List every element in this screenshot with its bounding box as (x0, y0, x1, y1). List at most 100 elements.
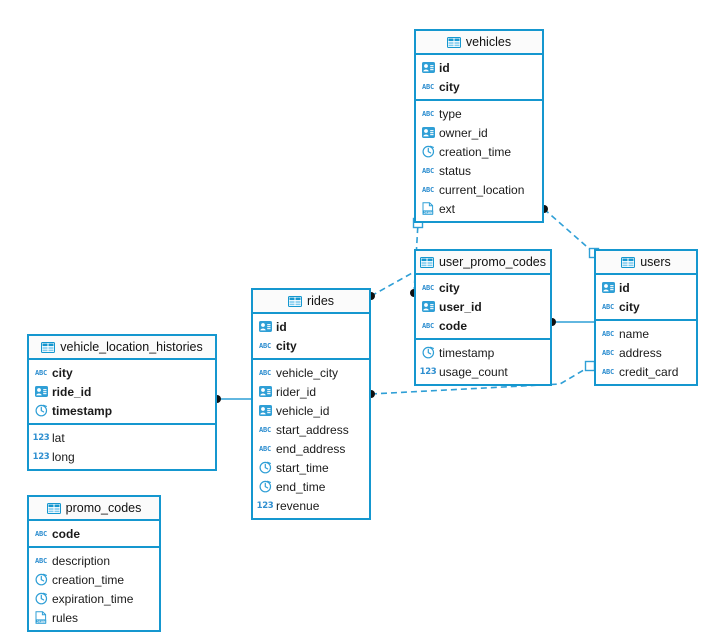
123-number-icon: 123 (256, 500, 274, 511)
field-row[interactable]: creation_time (29, 570, 159, 589)
table-header[interactable]: user_promo_codes (416, 251, 550, 275)
123-number-icon: 123 (419, 366, 437, 377)
field-label: type (439, 106, 462, 121)
field-label: timestamp (439, 345, 495, 360)
primary-key-row[interactable]: id (416, 58, 542, 77)
clock-icon (34, 404, 48, 418)
table-title: vehicle_location_histories (60, 340, 203, 354)
field-row[interactable]: rider_id (253, 382, 369, 401)
abc-text-icon: ABC (34, 556, 48, 565)
primary-key-row[interactable]: id (253, 317, 369, 336)
table-header[interactable]: vehicle_location_histories (29, 336, 215, 360)
field-label: start_address (276, 422, 349, 437)
primary-key-row[interactable]: ABC city (29, 363, 215, 382)
abc-text-icon: ABC (421, 82, 435, 91)
field-label: rules (52, 610, 79, 625)
table-grid-icon (446, 35, 461, 49)
table-header[interactable]: rides (253, 290, 369, 314)
field-row[interactable]: start_time (253, 458, 369, 477)
field-label: owner_id (439, 125, 488, 140)
field-label: id (439, 60, 450, 75)
relationship-line-rides-to-user_promo_codes[interactable] (370, 271, 415, 297)
field-row[interactable]: creation_time (416, 142, 542, 161)
table-header[interactable]: promo_codes (29, 497, 159, 521)
abc-text-icon: ABC (34, 368, 48, 377)
field-row[interactable]: ABC address (596, 343, 696, 362)
abc-text-icon: ABC (601, 329, 615, 338)
field-label: city (619, 299, 640, 314)
field-label: creation_time (52, 572, 125, 587)
table-header[interactable]: vehicles (416, 31, 542, 55)
field-row[interactable]: ABC name (596, 324, 696, 343)
field-label: code (52, 526, 81, 541)
field-row[interactable]: end_time (253, 477, 369, 496)
field-label: long (52, 449, 75, 464)
field-label: creation_time (439, 144, 512, 159)
table-title: users (640, 255, 671, 269)
svg-text:JSON: JSON (423, 211, 432, 215)
field-label: vehicle_id (276, 403, 330, 418)
id-badge-icon (421, 126, 435, 140)
abc-text-icon: ABC (601, 348, 615, 357)
primary-key-row[interactable]: timestamp (29, 401, 215, 420)
abc-text-icon: ABC (421, 166, 435, 175)
field-label: description (52, 553, 111, 568)
field-row[interactable]: vehicle_id (253, 401, 369, 420)
clock-icon (421, 145, 435, 159)
id-badge-icon (421, 61, 435, 75)
field-label: name (619, 326, 650, 341)
table-header[interactable]: users (596, 251, 696, 275)
primary-key-row[interactable]: ride_id (29, 382, 215, 401)
relationship-line-rides-to-users[interactable] (370, 363, 595, 395)
field-row[interactable]: owner_id (416, 123, 542, 142)
id-badge-icon (601, 281, 615, 295)
clock-icon (258, 480, 272, 494)
id-badge-icon (421, 300, 435, 314)
field-row[interactable]: timestamp (416, 343, 550, 362)
primary-key-row[interactable]: id (596, 278, 696, 297)
table-grid-icon (46, 501, 61, 515)
field-label: id (276, 319, 287, 334)
field-label: expiration_time (52, 591, 134, 606)
field-label: city (439, 280, 460, 295)
relationship-line-vehicles-to-users[interactable] (543, 208, 595, 254)
field-row[interactable]: expiration_time (29, 589, 159, 608)
field-row[interactable]: ABC description (29, 551, 159, 570)
field-label: revenue (276, 498, 320, 513)
primary-key-row[interactable]: user_id (416, 297, 550, 316)
abc-text-icon: ABC (421, 185, 435, 194)
field-label: city (52, 365, 73, 380)
field-label: address (619, 345, 662, 360)
